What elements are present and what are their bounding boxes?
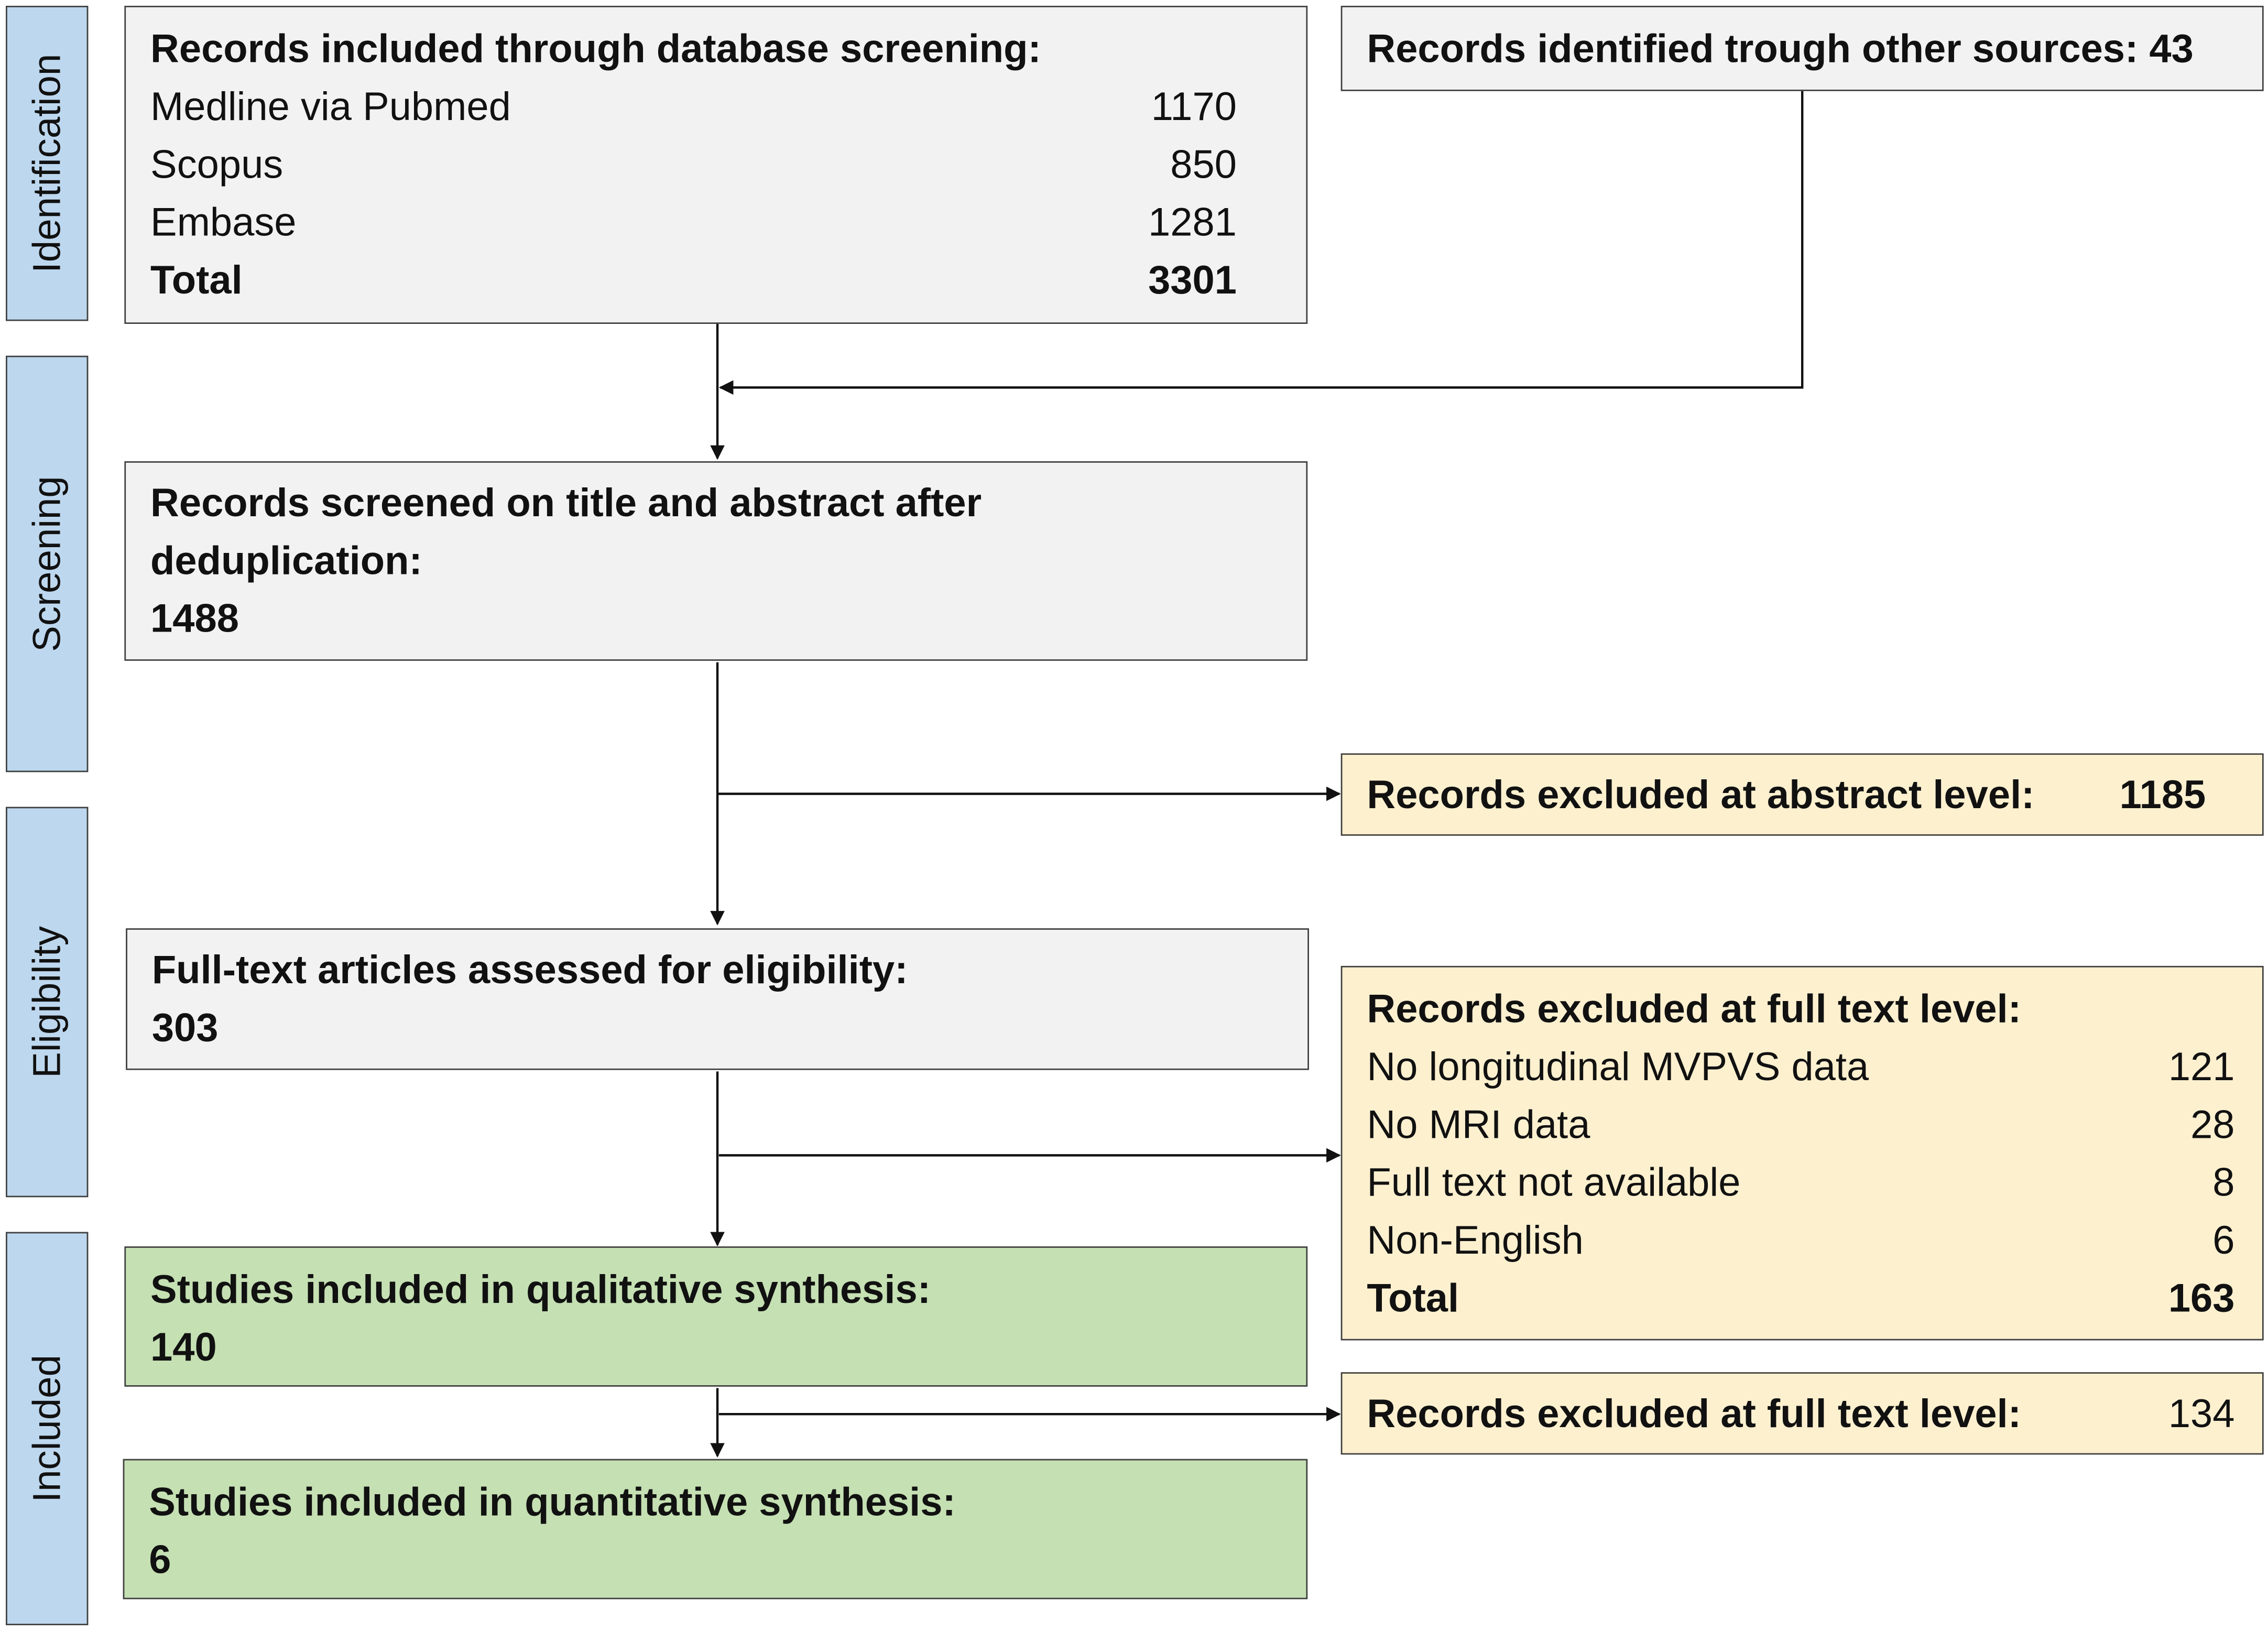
db-row-value: 1170 [1151, 84, 1237, 129]
db-total-label: Total [150, 257, 243, 302]
excluded-reason-value: 121 [2168, 1043, 2235, 1089]
quantitative-value: 6 [149, 1537, 171, 1582]
db-screening-box: Records included through database screen… [124, 6, 1308, 324]
excluded-fulltext-box: Records excluded at full text level: No … [1340, 965, 2264, 1341]
screened-heading-line1: Records screened on title and abstract a… [150, 480, 982, 525]
phase-identification: Identification [6, 6, 89, 321]
db-row-value: 850 [1170, 142, 1237, 187]
other-sources-text: Records identified trough other sources:… [1367, 26, 2194, 71]
excluded-reason-value: 28 [2190, 1102, 2235, 1147]
db-row-label: Medline via Pubmed [150, 84, 511, 129]
excluded-reason-label: Non-English [1367, 1217, 1584, 1263]
qualitative-box: Studies included in qualitative synthesi… [124, 1246, 1308, 1387]
quantitative-box: Studies included in quantitative synthes… [123, 1459, 1308, 1600]
db-total-value: 3301 [1148, 257, 1237, 302]
qualitative-value: 140 [150, 1324, 217, 1369]
excluded-abstract-box: Records excluded at abstract level: 1185 [1340, 753, 2264, 836]
excluded-reason-label: No longitudinal MVPVS data [1367, 1043, 1869, 1089]
excluded-reason-label: Full text not available [1367, 1159, 1741, 1205]
phase-included-label: Included [24, 1354, 68, 1503]
excluded-fulltext-heading: Records excluded at full text level: [1367, 986, 2022, 1031]
phase-identification-label: Identification [24, 53, 68, 273]
excluded-fulltext-2-label: Records excluded at full text level: [1367, 1391, 2022, 1436]
db-row-label: Embase [150, 199, 297, 245]
screened-box: Records screened on title and abstract a… [124, 461, 1308, 661]
fulltext-assessed-heading: Full-text articles assessed for eligibil… [151, 947, 908, 992]
arrow-other-sources-merge [718, 91, 1804, 395]
db-screening-heading: Records included through database screen… [150, 26, 1041, 71]
phase-eligibility-label: Eligibility [24, 926, 68, 1078]
fulltext-assessed-box: Full-text articles assessed for eligibil… [126, 928, 1309, 1070]
fulltext-assessed-value: 303 [151, 1005, 219, 1050]
phase-screening-label: Screening [24, 476, 68, 652]
excluded-fulltext-2-box: Records excluded at full text level: 134 [1340, 1372, 2264, 1455]
phase-eligibility: Eligibility [6, 807, 89, 1198]
db-row-label: Scopus [150, 142, 284, 187]
db-row-value: 1281 [1148, 199, 1237, 245]
qualitative-heading: Studies included in qualitative synthesi… [150, 1266, 931, 1312]
excluded-total-value: 163 [2168, 1275, 2235, 1320]
excluded-abstract-label: Records excluded at abstract level: [1367, 772, 2035, 817]
excluded-reason-value: 8 [2212, 1159, 2235, 1205]
excluded-reason-label: No MRI data [1367, 1102, 1590, 1147]
quantitative-heading: Studies included in quantitative synthes… [149, 1479, 956, 1524]
screened-value: 1488 [150, 595, 239, 641]
excluded-abstract-value: 1185 [2119, 772, 2206, 817]
excluded-reason-value: 6 [2212, 1217, 2235, 1263]
phase-included: Included [6, 1232, 89, 1626]
phase-screening: Screening [6, 355, 89, 773]
excluded-total-label: Total [1367, 1275, 1459, 1320]
screened-heading-line2: deduplication: [150, 538, 422, 583]
excluded-fulltext-2-value: 134 [2168, 1391, 2235, 1436]
other-sources-box: Records identified trough other sources:… [1340, 6, 2264, 91]
